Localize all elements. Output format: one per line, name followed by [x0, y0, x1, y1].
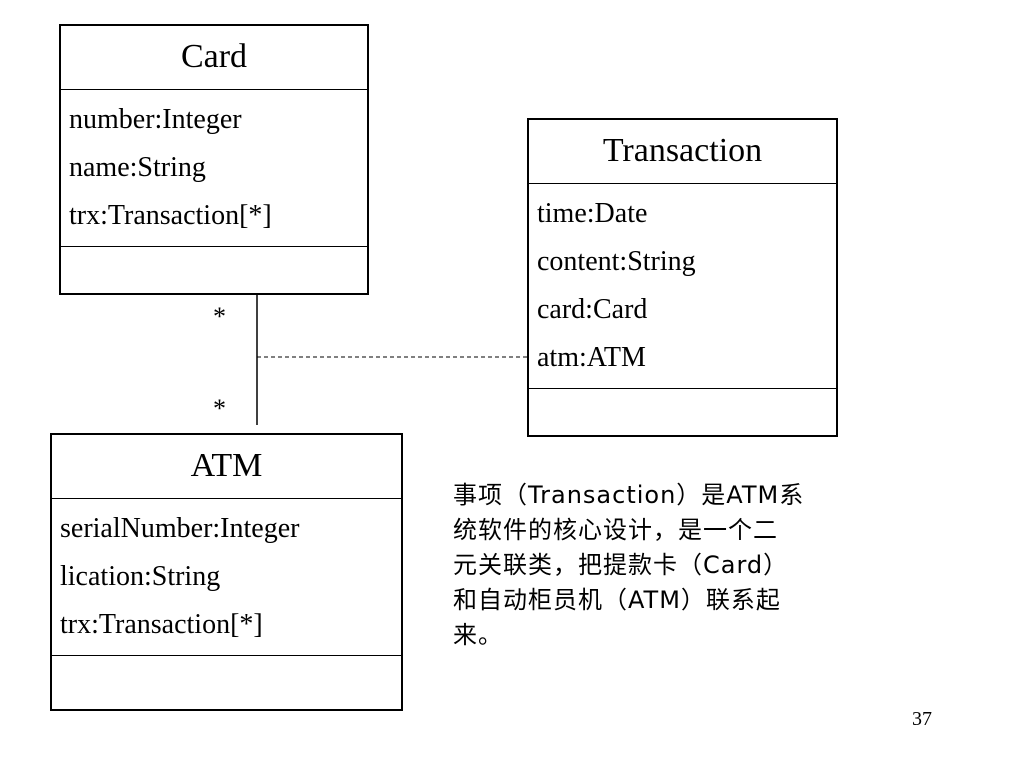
note-line: 统软件的核心设计，是一个二 [453, 516, 778, 544]
transaction-attribute: atm:ATM [537, 342, 646, 373]
atm-operations [52, 656, 401, 712]
card-attribute: trx:Transaction[*] [69, 200, 272, 231]
note-line: 事项（Transaction）是ATM系 [453, 481, 805, 509]
transaction-attribute: time:Date [537, 198, 648, 229]
note-line: 来。 [453, 621, 503, 649]
transaction-operations [529, 389, 836, 445]
card-operations [61, 247, 367, 303]
card-class-name: Card [61, 26, 367, 90]
transaction-attribute: content:String [537, 246, 696, 277]
atm-attribute: lication:String [60, 561, 221, 592]
explanation-note: 事项（Transaction）是ATM系 统软件的核心设计，是一个二 元关联类，… [453, 478, 873, 653]
atm-attribute: trx:Transaction[*] [60, 609, 263, 640]
card-attribute: name:String [69, 152, 206, 183]
note-line: 元关联类，把提款卡（Card） [453, 551, 789, 579]
multiplicity-atm-end: * [213, 394, 226, 423]
multiplicity-card-end: * [213, 302, 226, 331]
note-line: 和自动柜员机（ATM）联系起 [453, 586, 781, 614]
transaction-attribute: card:Card [537, 294, 648, 325]
card-class: Card number:Integer name:String trx:Tran… [59, 24, 369, 295]
atm-class: ATM serialNumber:Integer lication:String… [50, 433, 403, 711]
transaction-attributes: time:Date content:String card:Card atm:A… [529, 184, 836, 389]
transaction-class: Transaction time:Date content:String car… [527, 118, 838, 437]
atm-class-name: ATM [52, 435, 401, 499]
atm-attributes: serialNumber:Integer lication:String trx… [52, 499, 401, 656]
transaction-class-name: Transaction [529, 120, 836, 184]
card-attribute: number:Integer [69, 104, 242, 135]
card-attributes: number:Integer name:String trx:Transacti… [61, 90, 367, 247]
page-number: 37 [912, 708, 932, 730]
atm-attribute: serialNumber:Integer [60, 513, 300, 544]
